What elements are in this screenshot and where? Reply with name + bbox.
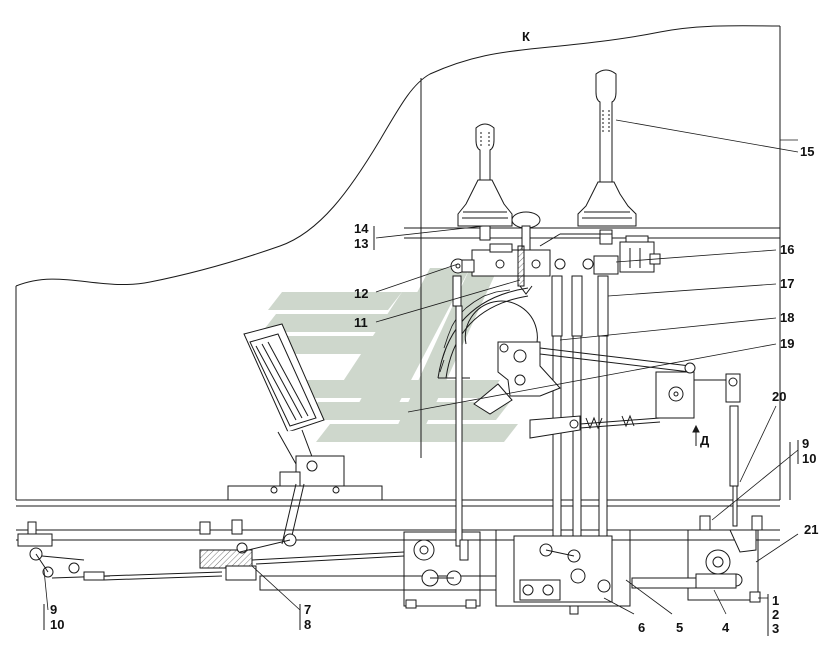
middle-bracket: [405, 539, 477, 609]
callout-13: 13: [354, 236, 369, 251]
callout-5: 5: [676, 620, 684, 635]
callout-7: 7: [304, 602, 312, 617]
callout-2: 2: [772, 607, 780, 622]
callout-3: 3: [772, 621, 780, 636]
callout-8: 8: [304, 617, 312, 632]
callout-15: 15: [800, 144, 815, 159]
joystick-right: [577, 69, 637, 245]
bellcrank-right: [655, 362, 741, 419]
callout-6: 6: [638, 620, 646, 635]
callout-19: 19: [780, 336, 795, 351]
view-arrow: [692, 424, 700, 446]
leader-lines: [43, 119, 799, 615]
callout-16: 16: [780, 242, 795, 257]
callout-10-left: 10: [50, 617, 65, 632]
arrow-label-d: Д: [700, 433, 710, 448]
callout-9-right: 9: [802, 436, 810, 451]
lock-knob: [511, 211, 541, 251]
callout-21: 21: [804, 522, 819, 537]
central-box: [513, 535, 613, 615]
callout-14: 14: [354, 221, 369, 236]
callout-10-right: 10: [802, 451, 817, 466]
callout-11: 11: [354, 315, 368, 330]
view-label-k: К: [522, 29, 530, 44]
callout-20: 20: [772, 389, 787, 404]
callout-bars: [43, 226, 799, 636]
bellcrank-left: [497, 341, 691, 397]
watermark-logo: [256, 268, 518, 442]
upper-linkage: [450, 233, 661, 295]
right-bracket: [631, 515, 763, 603]
callout-18: 18: [780, 310, 795, 325]
callout-12: 12: [354, 286, 369, 301]
lower-left-linkage: [17, 519, 405, 581]
pedal-assembly: [243, 323, 345, 545]
joystick-left: [457, 123, 513, 241]
callout-1: 1: [772, 593, 780, 608]
callout-9-left: 9: [50, 602, 58, 617]
vertical-rods: [452, 275, 739, 577]
callout-4: 4: [722, 620, 730, 635]
callout-17: 17: [780, 276, 795, 291]
spring-rod: [529, 414, 661, 439]
frame-base: [16, 485, 780, 607]
